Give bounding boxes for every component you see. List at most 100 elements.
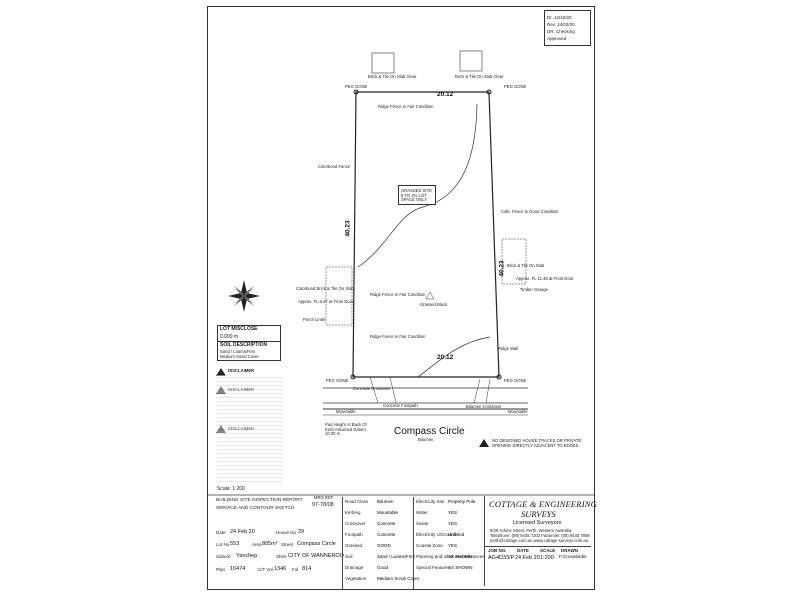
fence-label: Ridge Fence in Fair Condition	[370, 292, 426, 297]
service-value: YES	[448, 510, 458, 515]
site-note-box: GRASSED SITE 6 TO 2% LOT SPACE ONLY	[398, 185, 436, 205]
peg-gone-label: PEG GONE	[345, 84, 368, 89]
mro-ref-value: 97-78/08	[312, 502, 334, 508]
fence-label: Ridge Fence in Fair Condition	[378, 104, 434, 109]
fence-label: Colorbond Fence	[318, 164, 351, 169]
shire-value: CITY OF WANNEROO	[288, 553, 344, 559]
service-value: Mountable	[377, 510, 399, 515]
service-label: Road Class	[345, 499, 369, 504]
survey-sheet: Dr. 12/10/20 Rev. 24/02/20 DR. Checking …	[207, 6, 597, 590]
porch-label: Porch Lintel	[303, 317, 326, 322]
drawn-label: DRAWN	[561, 548, 578, 553]
street-value: Compass Circle	[297, 541, 336, 547]
company-logo-block: COTTAGE & ENGINEERING SURVEYS Licensed S…	[484, 496, 597, 586]
suburb-value: Yanchep	[236, 553, 258, 559]
soil-description-box: SOIL DESCRIPTION Sand / Loams/Firm Mediu…	[217, 341, 281, 361]
fol-label: Fol	[292, 567, 299, 572]
service-label: Special Features	[416, 565, 450, 570]
rev-row: Dr. 12/10/20	[547, 15, 572, 20]
house-no-label: House No.	[276, 530, 298, 535]
service-value: Bitumen	[377, 499, 394, 504]
job-no-value: AG4D33/P	[488, 555, 515, 561]
top-boundary-dimension: 20.12	[437, 91, 454, 98]
plan-label: Plan	[216, 567, 226, 572]
garage-label: Timber Garage	[520, 287, 549, 292]
rev-row: Rev. 24/02/20	[547, 22, 575, 27]
fence-label: Colb. Fence in Good Condition	[501, 209, 559, 214]
disclaimer-title: DISCLAIMER	[228, 368, 255, 373]
floor-level-label: Approx. FL 8.47 at Front Door	[298, 299, 354, 304]
bottom-boundary-dimension: 20.12	[437, 354, 454, 361]
left-boundary-dimension: 40.23	[344, 220, 352, 237]
service-value: Property Pole	[448, 499, 476, 504]
shire-label: Shire	[276, 554, 287, 559]
service-label: Footpath	[345, 532, 363, 537]
footpath-label: Concrete Footpath	[383, 403, 418, 408]
road-surface: Bitumen	[418, 437, 434, 442]
service-label: Soil	[345, 554, 353, 559]
service-value: Concrete	[377, 521, 396, 526]
service-label: Crossover	[345, 521, 366, 526]
suburb-label: Suburb	[216, 554, 231, 559]
neighbour-house-label: Brick & Tile On Slab Clear	[455, 74, 504, 79]
date-value: 24 Feb 20	[230, 529, 255, 535]
service-value: AS SHOWN	[448, 565, 473, 570]
service-value: Concrete	[377, 532, 396, 537]
street-label: Street	[281, 542, 294, 547]
service-label: Planning and other encumbrances	[416, 554, 485, 559]
area-label: Area	[252, 542, 262, 547]
service-value: Unlisted	[448, 532, 465, 537]
rev-row: DR. Checking	[547, 29, 575, 34]
service-value: YES	[448, 521, 458, 526]
peg-gone-label: PEG GONE	[504, 378, 527, 383]
crossover-label: Concrete Crossover	[353, 386, 391, 391]
lot-value: 553	[230, 541, 240, 547]
service-label: Vegetation	[345, 576, 367, 581]
right-boundary-dimension: 40.23	[498, 260, 506, 277]
company-address: 8/49 Achiev Street, Perth, Western Austr…	[490, 528, 572, 533]
fence-label: Ridge Fence in Fair Condition	[370, 334, 426, 339]
grass-label: Grassed Block	[420, 302, 448, 307]
wall-label: Ridge Wall	[498, 346, 519, 351]
company-name: COTTAGE & ENGINEERING	[489, 499, 597, 509]
neighbour-house-label: Brick & Tile On Slab Clear	[368, 74, 417, 79]
rev-row: Approved	[547, 36, 567, 41]
fol-value: 814	[302, 566, 312, 572]
house-no-value: 29	[298, 529, 305, 535]
service-label: Coastal Zone	[416, 543, 443, 548]
service-label: Grassed	[345, 543, 363, 548]
warning-note: NO DESIGNED HOUSE TRACKS OR PRIVATE OPEN…	[492, 438, 582, 448]
disclaimer-title: DISCLAIMER	[228, 426, 255, 431]
service-label: Electricity Site	[416, 499, 445, 504]
service-label: Kerbing	[345, 510, 361, 515]
service-value: Medium Scrub Cover	[377, 576, 420, 581]
date-label: Date	[216, 530, 226, 535]
service-label: Water	[416, 510, 428, 515]
plan-drawing	[208, 50, 594, 496]
service-value: Good	[377, 565, 389, 570]
drawn-value: F.Crosatsidis	[559, 555, 587, 560]
mro-ref-label: MRO REF	[314, 495, 334, 500]
service-label: Drainage	[345, 565, 364, 570]
ct-value: 1346	[274, 566, 287, 572]
floor-level-label: Approx. FL 11.48 at Front Door	[516, 276, 574, 281]
bitumen-crossover-label: Bitumen Crossover	[466, 404, 502, 409]
service-label: Electricity U/Ground	[416, 532, 457, 537]
job-no-label: JOB NO.	[488, 548, 507, 553]
mountable-label: Mountable	[508, 409, 528, 414]
service-value: YES	[448, 543, 458, 548]
scale2-label: SCALE	[540, 548, 556, 553]
revision-table: Dr. 12/10/20 Rev. 24/02/20 DR. Checking …	[544, 10, 591, 46]
lot-label: Lot No.	[216, 542, 231, 547]
area-value: 805m²	[262, 541, 278, 547]
disclaimer-text	[217, 375, 283, 485]
neighbour-house-label: Brick & Tile On Slab	[507, 263, 545, 268]
company-email: perth@cottage.com.au www.cottage-surveys…	[490, 538, 589, 543]
peg-gone-label: PEG GONE	[504, 84, 527, 89]
report-heading: BUILDING SITE INSPECTION REPORT	[216, 498, 303, 503]
peg-gone-label: PEG GONE	[326, 378, 349, 383]
date2-value: 24 Feb 20	[515, 555, 540, 561]
disclaimer-title: DISCLAIMER	[228, 387, 255, 392]
